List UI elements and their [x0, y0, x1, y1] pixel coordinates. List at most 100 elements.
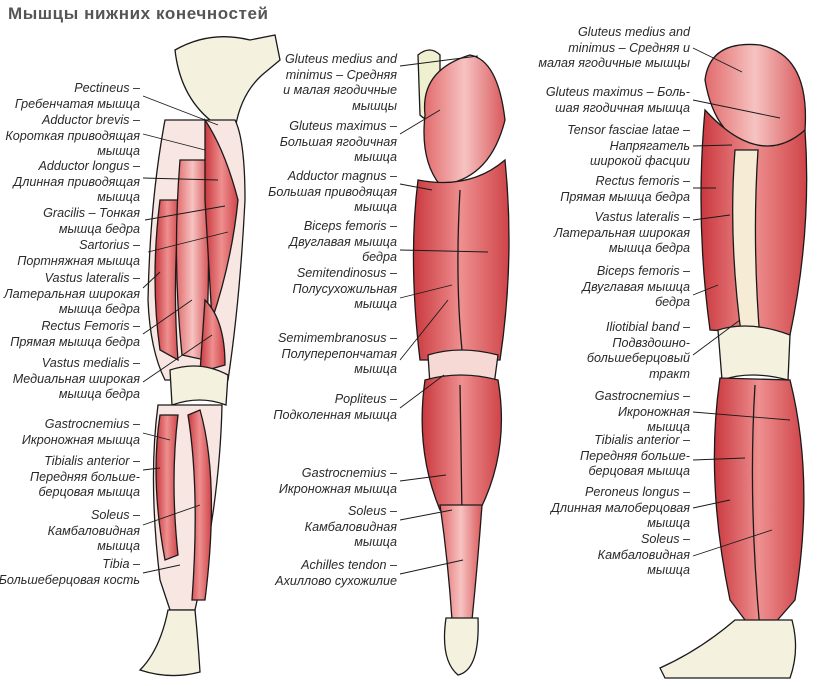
heel: [443, 617, 479, 676]
label-line: малая ягодичные мышцы: [538, 56, 690, 71]
label-line: Semimembranosus –: [278, 331, 397, 345]
label-line: Подколенная мышца: [273, 407, 397, 422]
label-line: Латеральная широкая: [3, 286, 140, 301]
label-line: Передняя больше-: [29, 469, 140, 484]
back-view-label: Gastrocnemius –Икроножная мышца: [279, 466, 397, 497]
label-line: мышцы: [352, 99, 397, 114]
back-view-label: Popliteus –Подколенная мышца: [273, 392, 397, 423]
label-line: Adductor magnus –: [287, 169, 397, 183]
label-line: Короткая приводящая: [5, 128, 140, 143]
label-line: мышца бедра: [608, 241, 690, 256]
front-leg: [138, 34, 281, 677]
label-line: Гребенчатая мышца: [14, 96, 140, 111]
foot-front: [138, 609, 201, 677]
label-line: Прямая мышца бедра: [10, 334, 140, 349]
hamstring-divide: [457, 189, 463, 351]
label-line: Rectus femoris –: [595, 174, 690, 188]
label-line: Икроножная мышца: [21, 432, 140, 447]
label-line: Портняжная мышца: [17, 253, 140, 268]
label-line: Popliteus –: [334, 392, 397, 406]
label-line: Pectineus –: [74, 81, 140, 95]
label-line: мышца бедра: [58, 387, 140, 402]
label-line: бедра: [362, 250, 397, 265]
label-line: Gluteus medius and: [284, 52, 397, 66]
label-line: Gracilis – Тонкая: [43, 206, 140, 220]
label-line: Vastus lateralis –: [44, 271, 140, 285]
label-line: Peroneus longus –: [584, 485, 690, 499]
side-view-label: Iliotibial band –Подвздошно-большеберцов…: [587, 320, 690, 383]
calf-divide: [751, 384, 761, 631]
label-line: мышца: [354, 297, 397, 312]
label-line: Gluteus maximus – Боль-: [545, 85, 690, 99]
front-view-label: Tibialis anterior –Передняя больше-берцо…: [30, 454, 140, 501]
label-line: Двуглавая мышца: [582, 279, 690, 294]
label-line: Большеберцовая кость: [0, 572, 140, 587]
label-line: Tibialis anterior –: [44, 454, 140, 468]
label-line: Икроножная мышца: [278, 481, 397, 496]
label-line: мышца: [354, 150, 397, 165]
back-leg: [412, 49, 510, 676]
label-line: minimus – Средняя и: [568, 40, 690, 55]
label-line: Напрягатель: [609, 138, 690, 153]
label-line: Медиальная широкая: [12, 371, 140, 386]
label-line: Полуперепончатая: [281, 346, 397, 361]
label-line: бедра: [655, 295, 690, 310]
label-line: Semitendinosus –: [296, 266, 397, 280]
label-line: Tibialis anterior –: [594, 433, 690, 447]
label-line: Sartorius –: [79, 238, 140, 252]
label-line: Biceps femoris –: [303, 219, 397, 233]
thigh-back: [412, 158, 510, 361]
diagram-title: Мышцы нижних конечностей: [8, 4, 269, 23]
label-line: Латеральная широкая: [553, 225, 690, 240]
label-line: Камбаловидная: [304, 519, 397, 534]
label-line: Vastus lateralis –: [594, 210, 690, 224]
label-line: мышца: [647, 516, 690, 531]
label-line: мышца: [97, 190, 140, 205]
label-line: широкой фасции: [590, 154, 690, 169]
label-line: Камбаловидная: [47, 523, 140, 538]
label-line: Gluteus maximus –: [289, 119, 397, 133]
label-line: большеберцовый: [586, 351, 690, 366]
front-view-label: Rectus Femoris –Прямая мышца бедра: [10, 319, 140, 350]
side-view-label: Tibialis anterior –Передняя больше-берцо…: [580, 433, 690, 480]
label-line: Полусухожильная: [292, 281, 397, 296]
label-line: Achilles tendon –: [301, 558, 397, 572]
label-line: Soleus –: [347, 504, 397, 518]
label-line: Gluteus medius and: [577, 25, 690, 39]
label-line: мышца: [354, 535, 397, 550]
label-line: Икроножная: [618, 404, 690, 419]
label-line: Прямая мышца бедра: [560, 189, 690, 204]
label-line: Rectus Femoris –: [41, 319, 140, 333]
label-line: и малая ягодичные: [283, 83, 397, 98]
label-line: Двуглавая мышца: [289, 234, 397, 249]
label-line: Soleus –: [640, 532, 690, 546]
label-line: Adductor brevis –: [41, 113, 140, 127]
label-line: мышца: [97, 144, 140, 159]
leader-lines: [142, 47, 791, 575]
label-line: мышца: [354, 200, 397, 215]
label-line: Vastus medialis –: [41, 356, 140, 370]
label-line: Ахиллово сухожилие: [275, 573, 397, 588]
label-line: Большая ягодичная: [279, 134, 397, 149]
gluteus-maximus: [423, 54, 506, 186]
back-view-label: Achilles tendon –Ахиллово сухожилие: [275, 558, 397, 589]
soleus-achilles: [439, 504, 483, 621]
